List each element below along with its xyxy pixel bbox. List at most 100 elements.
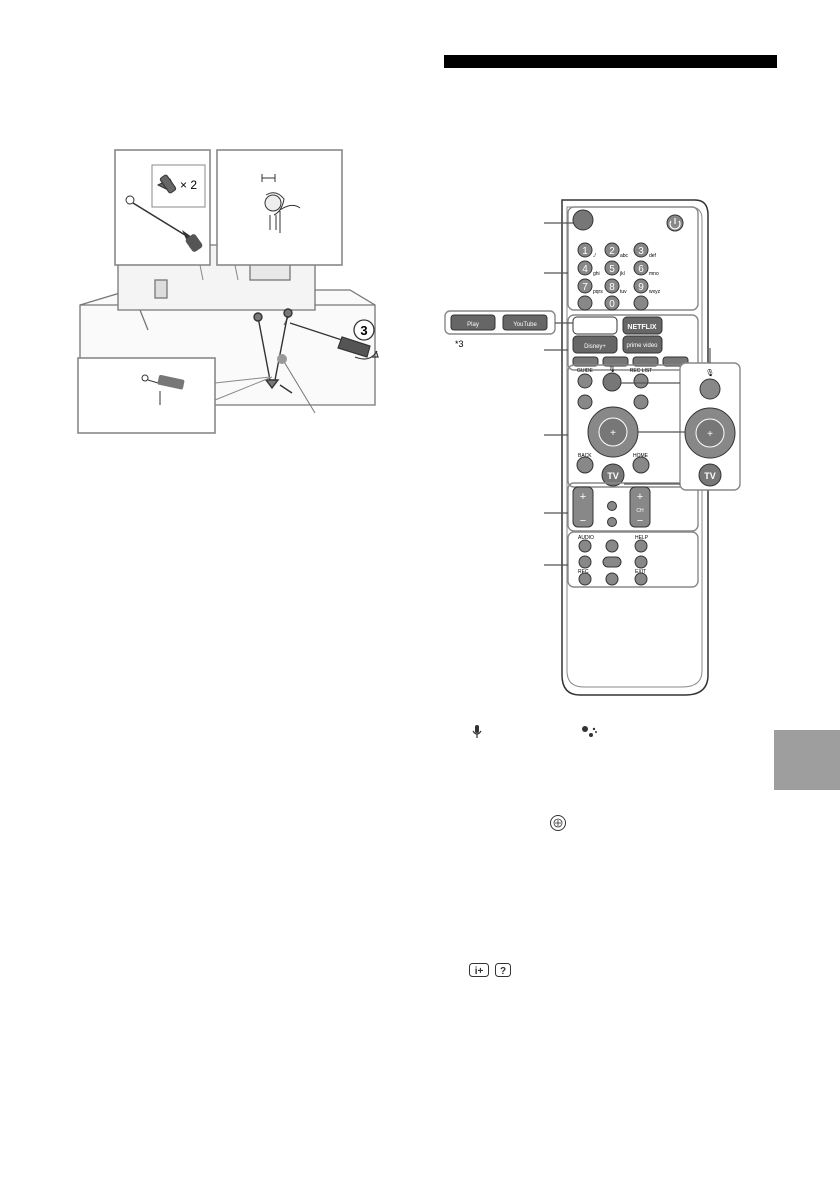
svg-text:?: ? <box>500 966 506 977</box>
tv-mounting-illustration: 3 × 2 <box>77 149 379 434</box>
netflix-label: NETFLIX <box>627 324 656 331</box>
chapter-side-tab <box>774 730 840 790</box>
number-letters-1: ./ <box>593 253 596 259</box>
callout-wall-screw <box>77 357 273 434</box>
rec-button <box>578 572 592 586</box>
number-letters-5: jkl <box>619 271 625 277</box>
number-label-5: 5 <box>609 264 615 275</box>
inset-youtube-label: YouTube <box>513 322 537 328</box>
number-label-0: 0 <box>609 299 615 310</box>
mute-button <box>607 517 617 527</box>
svg-text:+: + <box>580 491 586 503</box>
home-label: HOME <box>633 453 649 459</box>
subtitle-button <box>605 539 619 553</box>
callout-strap <box>216 149 343 281</box>
rec-label: REC <box>578 569 589 575</box>
subtitle-keypad-button <box>633 295 649 311</box>
back-label: BACK <box>578 453 592 459</box>
inset-play-label: Play <box>467 322 479 328</box>
settings-button <box>633 394 649 410</box>
fast-forward-button <box>634 555 648 569</box>
disney-button <box>572 335 618 354</box>
teletext-button <box>577 295 593 311</box>
pause-button <box>605 572 619 586</box>
step-circle <box>353 319 375 341</box>
tv-button <box>601 463 625 487</box>
svg-text:−: − <box>580 515 586 527</box>
netflix-button <box>622 316 663 335</box>
rewind-button <box>578 555 592 569</box>
number-label-4: 4 <box>582 264 588 275</box>
number-letters-8: tuv <box>620 289 627 295</box>
tv-label: TV <box>607 471 619 481</box>
number-label-7: 7 <box>582 282 588 293</box>
help-button <box>634 539 648 553</box>
screwdriver <box>289 322 379 360</box>
anti-tip-straps <box>253 308 293 394</box>
rec-list-label: REC LIST <box>630 368 653 374</box>
leader-line <box>279 354 316 414</box>
channel-rocker <box>629 486 651 528</box>
guide-label: GUIDE <box>577 368 594 374</box>
number-letters-2: abc <box>620 253 629 259</box>
svg-text:+: + <box>637 491 643 503</box>
svg-text:+: + <box>707 429 713 440</box>
volume-rocker <box>572 486 594 528</box>
number-label-8: 8 <box>609 282 615 293</box>
zoom-tv-button <box>698 463 722 487</box>
guide-button <box>577 373 593 389</box>
help-label: HELP <box>635 535 649 541</box>
input-button <box>577 394 593 410</box>
google-assistant-icon <box>582 726 597 737</box>
input-button-top <box>572 209 594 231</box>
number-button-5 <box>604 260 620 276</box>
number-button-6 <box>633 260 649 276</box>
number-letters-4: ghi <box>593 271 600 277</box>
number-letters-9: wxyz <box>649 289 661 295</box>
zoom-assistant-button <box>699 378 721 400</box>
prime-video-button <box>622 335 663 354</box>
leader-dot <box>277 354 287 364</box>
disney-label: Disney+ <box>584 344 606 350</box>
assistant-button <box>602 372 622 392</box>
svg-text:−: − <box>637 515 643 527</box>
number-button-3 <box>633 242 649 258</box>
number-button-0 <box>604 295 620 311</box>
svg-text:🎙: 🎙 <box>706 369 715 377</box>
dpad-center <box>598 417 628 447</box>
svg-text:+: + <box>610 428 616 439</box>
number-button-4 <box>577 260 593 276</box>
microphone-icon <box>472 725 482 738</box>
number-label-3: 3 <box>638 246 644 257</box>
number-button-7 <box>577 278 593 294</box>
footnote-mark: *3 <box>455 339 464 349</box>
callout-screws: × 2 <box>114 149 211 281</box>
number-letters-6: mno <box>649 271 659 277</box>
number-label-6: 6 <box>638 264 644 275</box>
prime-video-label: prime video <box>626 343 658 349</box>
audio-button <box>578 539 592 553</box>
blank-app-button <box>572 316 618 335</box>
exit-label: EXIT <box>635 569 646 575</box>
number-button-1 <box>577 242 593 258</box>
back-button <box>576 456 594 474</box>
play-button <box>602 556 622 568</box>
help-icon: ? <box>495 963 511 977</box>
zoom-panel: 🎙 + TV <box>621 348 741 491</box>
screw-count: × 2 <box>180 178 197 192</box>
number-button-9 <box>633 278 649 294</box>
exit-button <box>634 572 648 586</box>
number-label-2: 2 <box>609 246 615 257</box>
number-label-9: 9 <box>638 282 644 293</box>
number-letters-7: pqrs <box>593 289 603 295</box>
number-label-1: 1 <box>582 246 588 257</box>
mic-glyph: 🎙 <box>608 365 616 373</box>
inset-app-buttons: Play YouTube *3 <box>444 310 573 349</box>
ch-label: CH <box>636 508 644 514</box>
number-button-2 <box>604 242 620 258</box>
zoom-tv-label: TV <box>704 471 716 481</box>
dpad-center-icon <box>550 815 566 831</box>
info-icon: i+ <box>469 963 489 977</box>
